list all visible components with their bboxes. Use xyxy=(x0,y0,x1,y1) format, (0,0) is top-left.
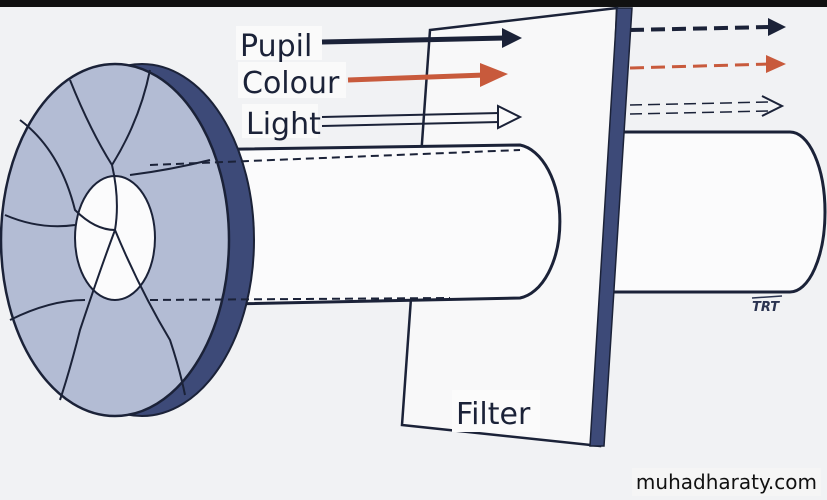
cylinder-near xyxy=(179,143,562,307)
light-arrow xyxy=(321,95,785,130)
blood-vessels xyxy=(4,69,211,401)
watermark: muhadharaty.com xyxy=(631,468,821,496)
pupil-arrow xyxy=(321,18,786,48)
pupil-label: Pupil xyxy=(240,29,312,64)
filter-edge xyxy=(589,7,633,447)
signature: TRT xyxy=(752,300,780,315)
cylinder-far xyxy=(610,130,827,294)
colour-arrow xyxy=(347,55,786,87)
pupil-cup xyxy=(74,175,156,301)
top-border xyxy=(0,0,827,7)
filter-label: Filter xyxy=(456,397,531,432)
colour-label: Colour xyxy=(242,66,340,101)
optic-disc xyxy=(0,62,521,418)
light-label: Light xyxy=(246,107,321,142)
